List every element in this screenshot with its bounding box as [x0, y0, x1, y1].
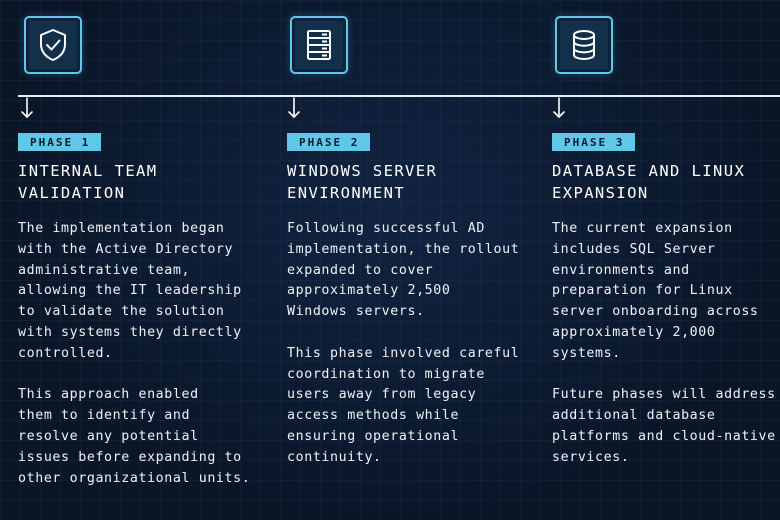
arrow-down-icon: [20, 96, 34, 120]
shield-check-icon: [40, 29, 66, 61]
database-icon: [573, 30, 595, 61]
phase-description: Future phases will address additional da…: [552, 387, 776, 465]
phase-description: The implementation began with the Active…: [18, 221, 242, 361]
phase-description: The current expansion includes SQL Serve…: [552, 221, 759, 361]
phase-description: This approach enabled them to identify a…: [18, 387, 251, 486]
arrow-down-icon: [287, 96, 301, 120]
phase-badge: PHASE 1: [18, 133, 102, 151]
phase-badge: PHASE 2: [287, 133, 371, 151]
phase-1-icon-box: [24, 16, 82, 74]
phase-3-column: PHASE 3 DATABASE AND LINUX EXPANSION The…: [552, 131, 776, 469]
server-rack-icon: [307, 30, 331, 60]
phase-2-column: PHASE 2 WINDOWS SERVER ENVIRONMENT Follo…: [287, 131, 519, 469]
phase-1-column: PHASE 1 INTERNAL TEAM VALIDATION The imp…: [18, 131, 250, 489]
phase-title: DATABASE AND LINUX EXPANSION: [552, 162, 746, 202]
phase-title: WINDOWS SERVER ENVIRONMENT: [287, 162, 438, 202]
arrow-down-icon: [552, 96, 566, 120]
phase-description: Following successful AD implementation, …: [287, 221, 520, 320]
phase-2-icon-box: [290, 16, 348, 74]
timeline-line: [18, 95, 780, 97]
phase-title: INTERNAL TEAM VALIDATION: [18, 162, 158, 202]
phase-3-icon-box: [555, 16, 613, 74]
phase-description: This phase involved careful coordination…: [287, 345, 520, 465]
phase-badge: PHASE 3: [552, 133, 636, 151]
